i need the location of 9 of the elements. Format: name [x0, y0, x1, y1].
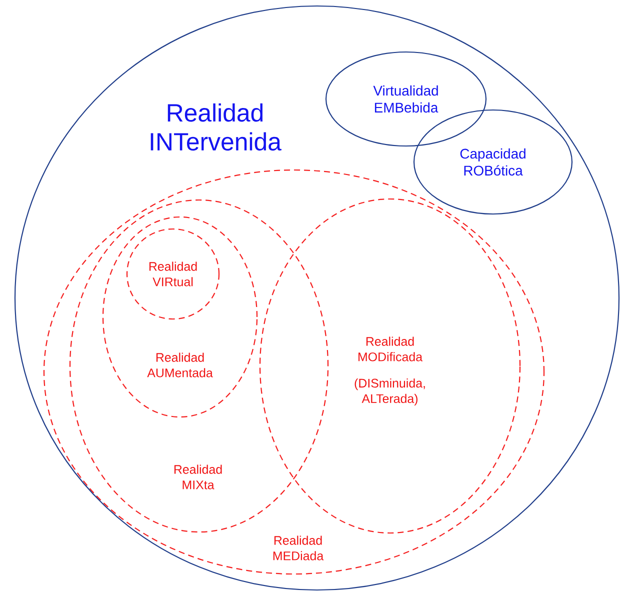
region-label: Realidad VIRtual	[149, 262, 197, 286]
region-label: Realidad MIXta	[174, 464, 222, 490]
region-label: Realidad INTervenida	[150, 103, 282, 151]
region-label: (DISminuida, ALTerada)	[354, 378, 425, 406]
region-label: Realidad MEDiada	[273, 536, 324, 560]
region-label: Virtualidad EMBebida	[373, 85, 438, 113]
region-label: Realidad MODificada	[358, 336, 423, 362]
region-label: Capacidad ROBótica	[460, 148, 526, 176]
region-label: Realidad AUMentada	[147, 352, 213, 378]
